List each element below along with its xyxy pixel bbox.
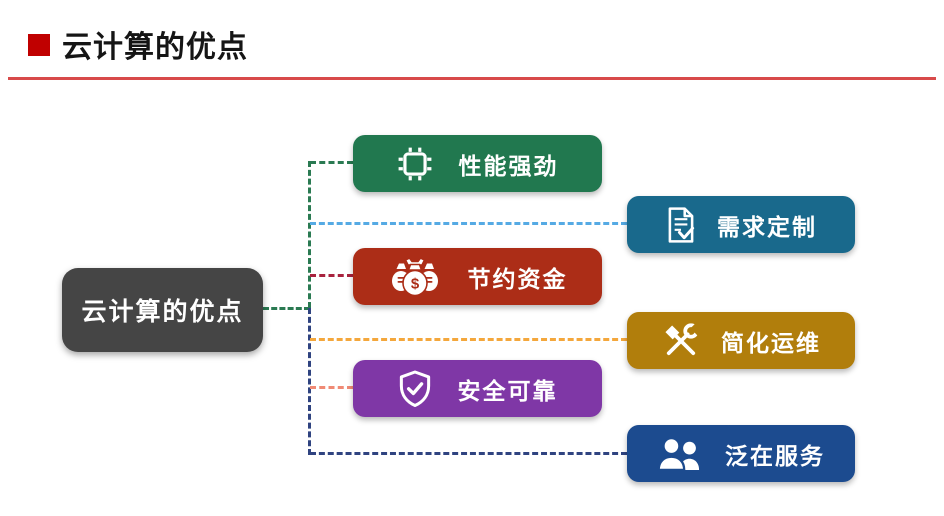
title-bullet-square [28, 34, 50, 56]
node-label: 简化运维 [721, 329, 821, 356]
connector-root [263, 307, 310, 310]
connector-ubiquitous [310, 452, 627, 455]
page-title: 云计算的优点 [62, 31, 248, 64]
svg-text:$: $ [410, 275, 419, 292]
connector-cost-saving [310, 274, 353, 277]
node-label: 节约资金 [467, 265, 568, 292]
tools-icon [661, 321, 701, 361]
connector-trunk-lower [308, 308, 311, 455]
title-underline [8, 77, 936, 80]
root-node-label: 云计算的优点 [81, 298, 244, 326]
node-security: 安全可靠 [353, 360, 602, 417]
node-ubiquitous-service: 泛在服务 [627, 425, 855, 482]
node-label: 性能强劲 [458, 152, 559, 179]
connector-performance [310, 161, 353, 164]
connector-customization [310, 222, 627, 225]
document-check-icon [665, 206, 697, 243]
connector-trunk-upper [308, 161, 311, 308]
money-bags-icon: $ [388, 256, 442, 297]
connector-easy-ops [310, 338, 627, 341]
node-performance: 性能强劲 [353, 135, 602, 192]
node-label: 安全可靠 [457, 377, 558, 404]
people-icon [657, 436, 705, 471]
connector-security [310, 386, 353, 389]
node-customization: 需求定制 [627, 196, 855, 253]
node-label: 泛在服务 [725, 442, 825, 469]
shield-check-icon [398, 370, 432, 408]
cpu-icon [397, 146, 433, 182]
root-node: 云计算的优点 [62, 268, 263, 352]
node-label: 需求定制 [717, 213, 817, 240]
node-cost-saving: $ 节约资金 [353, 248, 602, 305]
node-easy-ops: 简化运维 [627, 312, 855, 369]
